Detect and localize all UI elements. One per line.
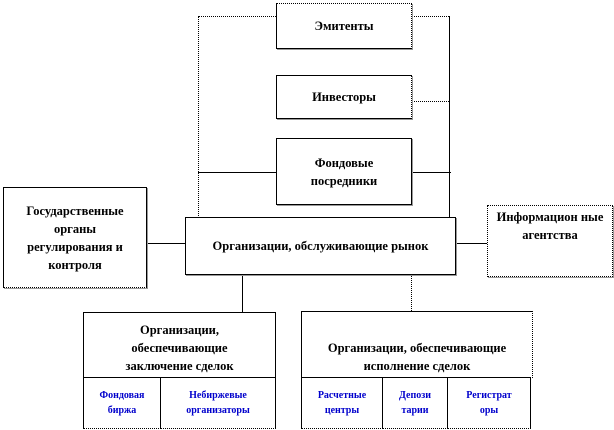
deal-execution-box: Организации, обеспечивающие исполнение с… xyxy=(301,311,533,378)
connector xyxy=(198,16,276,17)
intermediaries-box: Фондовые посредники xyxy=(276,138,412,205)
cell-depositories: Депози тарии xyxy=(382,377,448,429)
connector xyxy=(242,275,243,312)
cell-stock-exchange: Фондовая биржа xyxy=(83,377,161,429)
connector xyxy=(198,172,276,173)
connector xyxy=(449,16,450,218)
connector xyxy=(412,16,449,17)
connector xyxy=(412,172,451,173)
investors-box: Инвесторы xyxy=(276,75,412,119)
market-orgs-box: Организации, обслуживающие рынок xyxy=(185,217,456,275)
connector xyxy=(198,16,199,218)
cell-settlement-centers: Расчетные центры xyxy=(301,377,383,429)
emitents-box: Эмитенты xyxy=(276,3,412,49)
connector xyxy=(411,275,412,311)
info-agencies-box: Информацион ные агентства xyxy=(487,205,613,277)
cell-otc-organizers: Небиржевые организаторы xyxy=(160,377,276,429)
cell-registrars: Регистрат оры xyxy=(447,377,531,429)
government-box: Государственные органы регулирования и к… xyxy=(3,187,147,288)
connector xyxy=(147,243,185,244)
connector xyxy=(412,101,449,102)
deal-conclusion-box: Организации, обеспечивающие заключение с… xyxy=(83,312,276,378)
connector xyxy=(456,243,487,244)
